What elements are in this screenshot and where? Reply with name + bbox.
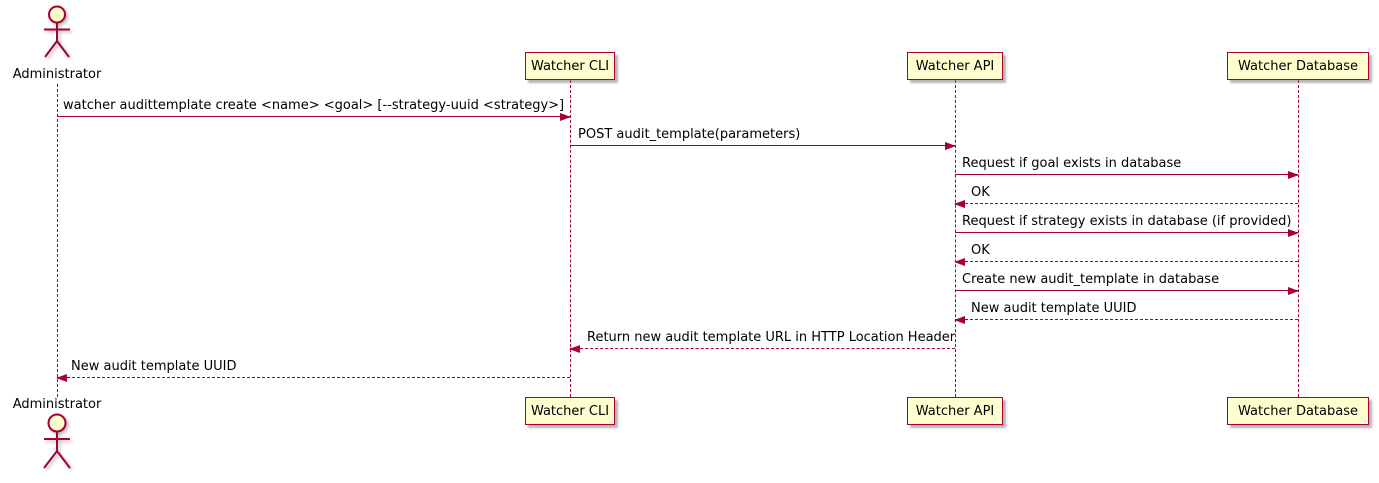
arrowhead-right-icon: [945, 142, 956, 150]
message-line: [955, 319, 1298, 320]
arrowhead-right-icon: [1288, 171, 1299, 179]
message-label: New audit template UUID: [971, 301, 1137, 316]
participant-box-watcher-cli-top: Watcher CLI: [525, 52, 615, 80]
arrowhead-right-icon: [1288, 287, 1299, 295]
message-7: Create new audit_template in database: [955, 271, 1299, 295]
arrowhead-right-icon: [560, 113, 571, 121]
participant-box-watcher-api-top: Watcher API: [907, 52, 1003, 80]
arrowhead-left-icon: [569, 345, 580, 353]
message-4: OK: [954, 184, 1298, 208]
participant-box-label: Watcher API: [915, 403, 995, 419]
message-label: watcher audittemplate create <name> <goa…: [63, 98, 565, 113]
administrator-label-bottom: Administrator: [12, 397, 102, 412]
message-line: [570, 348, 955, 349]
message-9: Return new audit template URL in HTTP Lo…: [569, 329, 956, 353]
participant-box-watcher-cli-bottom: Watcher CLI: [525, 397, 615, 425]
message-line: [57, 377, 570, 378]
arrowhead-left-icon: [954, 316, 965, 324]
message-line: [955, 203, 1298, 204]
message-3: Request if goal exists in database: [955, 155, 1299, 179]
arrowhead-left-icon: [954, 258, 965, 266]
message-line: [570, 145, 955, 146]
message-label: OK: [971, 243, 990, 258]
message-label: OK: [971, 185, 990, 200]
participant-box-label: Watcher CLI: [530, 403, 610, 419]
message-2: POST audit_template(parameters): [570, 126, 956, 150]
participant-box-watcher-database-bottom: Watcher Database: [1227, 397, 1369, 425]
message-label: Request if goal exists in database: [962, 156, 1182, 171]
participant-box-watcher-database-top: Watcher Database: [1227, 52, 1369, 80]
administrator-actor-icon: [44, 5, 70, 58]
participant-box-label: Watcher Database: [1238, 403, 1358, 419]
participant-box-watcher-api-bottom: Watcher API: [907, 397, 1003, 425]
message-label: POST audit_template(parameters): [578, 127, 801, 142]
arrowhead-left-icon: [954, 200, 965, 208]
participant-box-label: Watcher CLI: [530, 58, 610, 74]
message-label: New audit template UUID: [71, 359, 237, 374]
message-line: [955, 261, 1298, 262]
message-line: [955, 290, 1298, 291]
lifeline-watcher-cli: [569, 80, 571, 397]
arrowhead-left-icon: [56, 374, 67, 382]
message-label: Return new audit template URL in HTTP Lo…: [587, 330, 956, 345]
message-line: [955, 232, 1298, 233]
message-line: [955, 174, 1298, 175]
lifeline-watcher-database: [1297, 80, 1299, 397]
arrowhead-right-icon: [1288, 229, 1299, 237]
administrator-label-top: Administrator: [12, 67, 102, 82]
message-label: Create new audit_template in database: [962, 272, 1220, 287]
message-label: Request if strategy exists in database (…: [962, 214, 1292, 229]
participant-box-label: Watcher Database: [1238, 58, 1358, 74]
administrator-actor-icon: [43, 413, 71, 469]
message-10: New audit template UUID: [56, 358, 570, 382]
lifeline-administrator: [56, 84, 58, 397]
message-line: [57, 116, 570, 117]
message-6: OK: [954, 242, 1298, 266]
message-5: Request if strategy exists in database (…: [955, 213, 1299, 237]
message-1: watcher audittemplate create <name> <goa…: [57, 97, 571, 121]
lifeline-watcher-api: [954, 80, 956, 397]
message-8: New audit template UUID: [954, 300, 1298, 324]
participant-box-label: Watcher API: [915, 58, 995, 74]
